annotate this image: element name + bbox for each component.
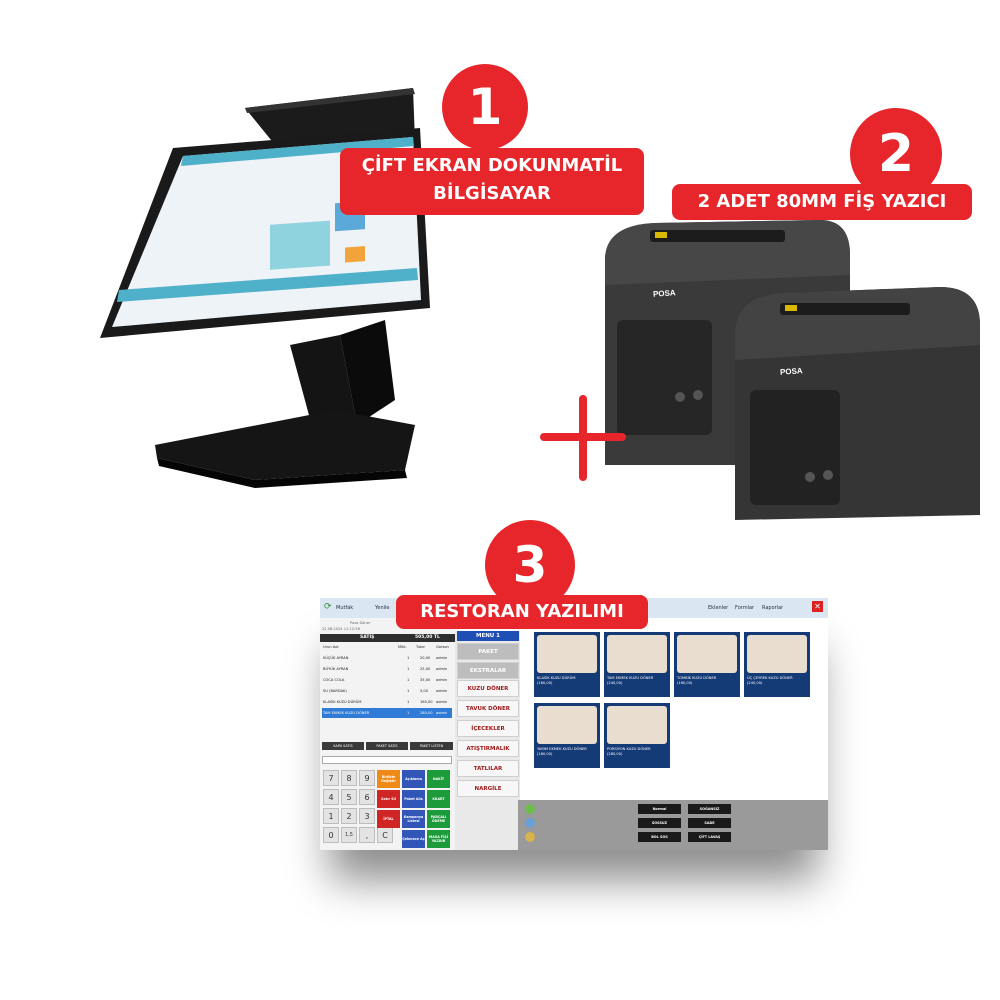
- option-normal[interactable]: Normal: [638, 804, 681, 814]
- category-extras[interactable]: EKSTRALAR: [457, 662, 519, 679]
- receipt-printer-1: [605, 220, 850, 465]
- option-extra-sauce[interactable]: BOL SOS: [638, 832, 681, 842]
- close-icon[interactable]: ✕: [812, 601, 823, 612]
- key-5[interactable]: 5: [341, 789, 357, 805]
- key-1[interactable]: 1: [323, 808, 339, 824]
- product-tile[interactable]: PORSİYON KUZU DÖNER(280,00): [604, 703, 670, 768]
- category-drinks[interactable]: İÇECEKLER: [457, 720, 519, 737]
- delete-line-button[interactable]: Satır Sil: [377, 790, 400, 808]
- option-plain[interactable]: SADE: [688, 818, 731, 828]
- toolbar-reports[interactable]: Raporlar: [762, 605, 784, 611]
- amount-input[interactable]: [322, 756, 452, 764]
- software-feature-label: RESTORAN YAZILIMI: [396, 595, 648, 629]
- campaign-list-button[interactable]: Kampanya Listesi: [402, 810, 425, 828]
- key-0[interactable]: 0: [323, 827, 339, 843]
- option-no-sauce[interactable]: SOSSUZ: [638, 818, 681, 828]
- remove-icon[interactable]: [525, 818, 535, 828]
- category-package[interactable]: PAKET: [457, 643, 519, 660]
- step-badge-1: 1: [442, 64, 528, 150]
- key-8[interactable]: 8: [341, 770, 357, 786]
- toolbar-reload[interactable]: Yenile: [375, 605, 390, 611]
- key-6[interactable]: 6: [359, 789, 375, 805]
- receipt-printer-2: [735, 287, 980, 520]
- category-menu-1[interactable]: MENU 1: [457, 631, 519, 641]
- option-no-onion[interactable]: SOĞANSIZ: [688, 804, 731, 814]
- category-snacks[interactable]: ATIŞTIRMALIK: [457, 740, 519, 757]
- sales-title: SATIŞ: [360, 635, 375, 640]
- product-grid: KLASİK KUZU DÜRÜM(160,00) TAM EKMEK KUZU…: [518, 618, 828, 850]
- key-9[interactable]: 9: [359, 770, 375, 786]
- category-hookah[interactable]: NARGİLE: [457, 780, 519, 797]
- toolbar-kitchen[interactable]: Mutfak: [336, 605, 354, 611]
- col-amount: Tutar: [416, 645, 426, 649]
- split-payment-button[interactable]: PARÇALI ÖDEME: [427, 810, 450, 828]
- col-product: Urun Adı: [323, 645, 339, 649]
- col-qty: Mikt.: [398, 645, 407, 649]
- plus-icon-vertical: [579, 395, 587, 481]
- sales-panel: Posa Döner 22.08.2024 11:12:58 SATIŞ 505…: [320, 618, 455, 850]
- package-sale-button[interactable]: PAKET SATIS: [366, 742, 408, 750]
- product-tile[interactable]: YARIM EKMEK KUZU DÖNER(160,00): [534, 703, 600, 768]
- sales-header: SATIŞ 505,00 TL: [320, 634, 455, 642]
- product-tile[interactable]: ÜÇ ÇEYREK KUZU DÖNER(240,00): [744, 632, 810, 697]
- print-table-receipt-button[interactable]: MASA FİŞİ YAZDIR: [427, 830, 450, 848]
- key-comma[interactable]: ,: [359, 827, 375, 843]
- monitor-feature-label: ÇİFT EKRAN DOKUNMATİL BİLGİSAYAR: [340, 148, 644, 215]
- printer-brand-label-2: POSA: [779, 366, 803, 377]
- dual-screen-pos-terminal: [100, 88, 430, 488]
- key-1-5[interactable]: 1,5: [341, 827, 357, 843]
- credit-card-button[interactable]: KKART: [427, 790, 450, 808]
- change-together-button[interactable]: Birlikte Değiştir: [377, 770, 400, 788]
- category-desserts[interactable]: TATLILAR: [457, 760, 519, 777]
- key-2[interactable]: 2: [341, 808, 357, 824]
- toolbar-added[interactable]: Eklenler: [708, 605, 729, 611]
- option-double-lavash[interactable]: ÇİFT LAVAŞ: [688, 832, 731, 842]
- table-header: Urun Adı Mikt. Tutar Garson: [322, 642, 452, 652]
- cancel-button[interactable]: İPTAL: [377, 810, 400, 828]
- category-panel: MENU 1 PAKET EKSTRALAR KUZU DÖNER TAVUK …: [455, 631, 520, 850]
- add-icon[interactable]: [525, 804, 535, 814]
- product-tile[interactable]: TOMBİK KUZU DÖNER(160,00): [674, 632, 740, 697]
- note-button[interactable]: Açıklama: [402, 770, 425, 788]
- package-list-button[interactable]: PAKET LİSTEN: [410, 742, 453, 750]
- package-take-button[interactable]: Paket Alis: [402, 790, 425, 808]
- product-tile[interactable]: TAM EKMEK KUZU DÖNER(240,00): [604, 632, 670, 697]
- printer-feature-label: 2 ADET 80MM FİŞ YAZICI: [672, 184, 972, 220]
- date-time: 22.08.2024 11:12:58: [322, 627, 360, 631]
- toolbar-refresh-icon: ⟳: [324, 602, 332, 612]
- toolbar-forms[interactable]: Formlar: [735, 605, 755, 611]
- key-7[interactable]: 7: [323, 770, 339, 786]
- key-3[interactable]: 3: [359, 808, 375, 824]
- close-sale-button[interactable]: KAPA SATIS: [322, 742, 364, 750]
- product-tile[interactable]: KLASİK KUZU DÜRÜM(160,00): [534, 632, 600, 697]
- receipt-printers: [605, 220, 980, 520]
- category-lamb-doner[interactable]: KUZU DÖNER: [457, 680, 519, 697]
- cash-button[interactable]: NAKİT: [427, 770, 450, 788]
- monitor-label-line1: ÇİFT EKRAN DOKUNMATİL: [361, 155, 623, 176]
- restaurant-software-screenshot: ⟳ Mutfak Yenile Eklenler Formlar Raporla…: [320, 598, 828, 850]
- printer-brand-label-1: POSA: [652, 288, 676, 299]
- key-clear[interactable]: C: [377, 827, 393, 843]
- category-chicken-doner[interactable]: TAVUK DÖNER: [457, 700, 519, 717]
- monitor-label-line2: BİLGİSAYAR: [433, 183, 551, 204]
- col-waiter: Garson: [436, 645, 449, 649]
- sales-total: 505,00 TL: [415, 635, 440, 640]
- key-4[interactable]: 4: [323, 789, 339, 805]
- settings-icon[interactable]: [525, 832, 535, 842]
- open-drawer-button[interactable]: Çekmece Aç: [402, 830, 425, 848]
- shop-name: Posa Döner: [350, 621, 371, 625]
